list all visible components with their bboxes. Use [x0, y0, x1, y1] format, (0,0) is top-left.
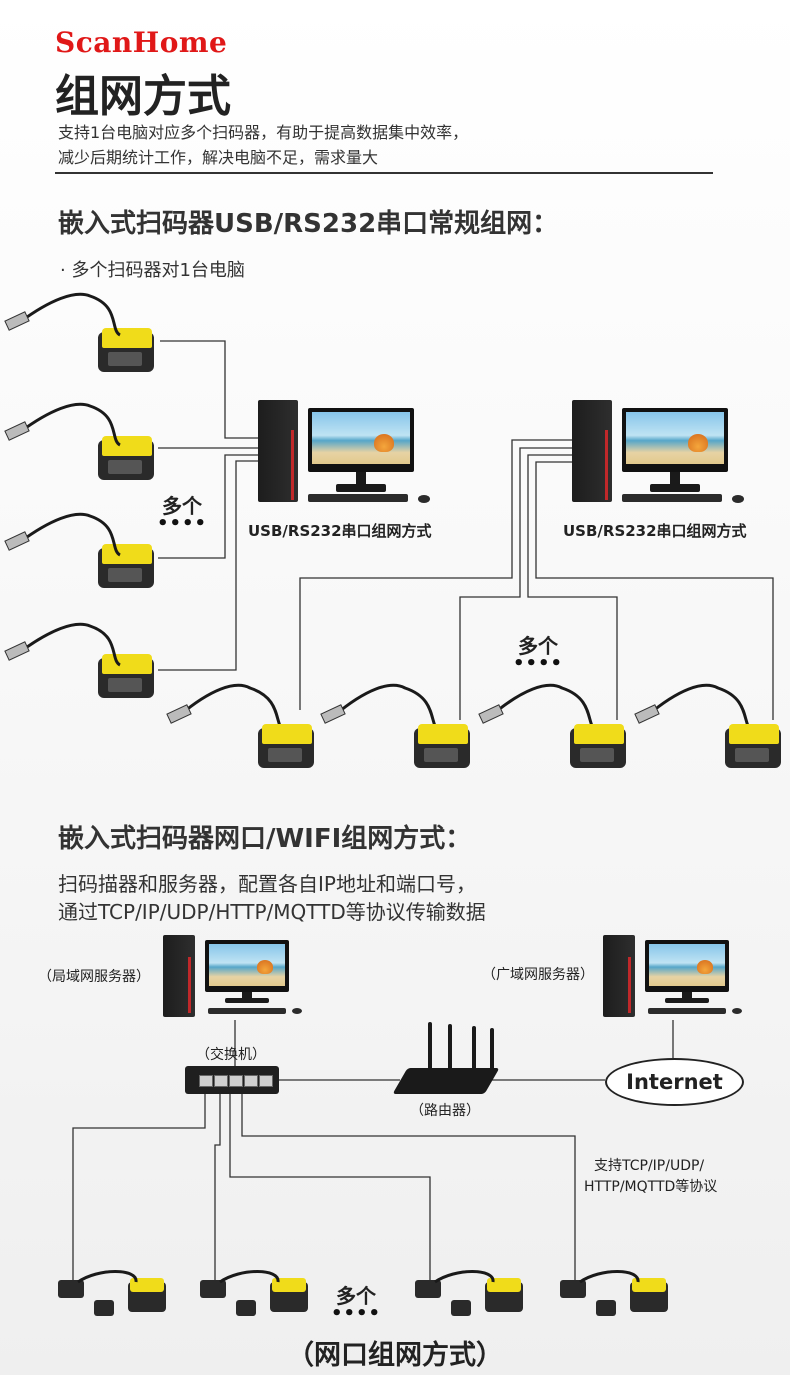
network-scanner	[560, 1268, 670, 1323]
divider	[55, 172, 713, 174]
intro-line-2: 减少后期统计工作，解决电脑不足，需求量大	[58, 148, 379, 167]
pc-label-right: USB/RS232串口组网方式	[563, 522, 747, 540]
usb-scanner	[406, 718, 476, 773]
usb-scanner	[90, 322, 160, 377]
network-desc-1: 扫码描器和服务器，配置各自IP地址和端口号，	[58, 872, 476, 896]
pc-label-left: USB/RS232串口组网方式	[248, 522, 432, 540]
wan-server-label: （广域网服务器）	[482, 967, 594, 983]
network-scanner	[58, 1268, 168, 1323]
usb-section-bullet: · 多个扫码器对1台电脑	[60, 260, 245, 281]
intro-line-1: 支持1台电脑对应多个扫码器，有助于提高数据集中效率，	[58, 123, 469, 142]
protocol-line-1: 支持TCP/IP/UDP/	[594, 1158, 705, 1174]
internet-cloud: Internet	[605, 1058, 744, 1106]
many-label-network: 多个 ••••	[330, 1284, 382, 1324]
usb-scanner	[717, 718, 787, 773]
protocol-line-2: HTTP/MQTTD等协议	[584, 1179, 718, 1195]
network-bottom-title: （网口组网方式）	[287, 1340, 503, 1371]
lan-server-label: （局域网服务器）	[38, 969, 150, 985]
network-scanner	[415, 1268, 525, 1323]
page-title: 组网方式	[55, 71, 231, 122]
network-section-heading: 嵌入式扫码器网口/WIFI组网方式：	[58, 824, 472, 854]
usb-scanner	[562, 718, 632, 773]
usb-scanner	[250, 718, 320, 773]
usb-section-heading: 嵌入式扫码器USB/RS232串口常规组网：	[58, 209, 559, 239]
network-switch	[185, 1066, 279, 1094]
router-label: （路由器）	[410, 1103, 480, 1119]
many-label-right: 多个 ••••	[512, 634, 564, 674]
network-scanner	[200, 1268, 310, 1323]
switch-label: （交换机）	[196, 1047, 266, 1063]
many-label-left: 多个 ••••	[156, 494, 208, 534]
network-desc-2: 通过TCP/IP/UDP/HTTP/MQTTD等协议传输数据	[58, 900, 486, 924]
brand-logo: ScanHome	[55, 26, 228, 59]
usb-scanner	[90, 430, 160, 485]
usb-scanner	[90, 648, 160, 703]
